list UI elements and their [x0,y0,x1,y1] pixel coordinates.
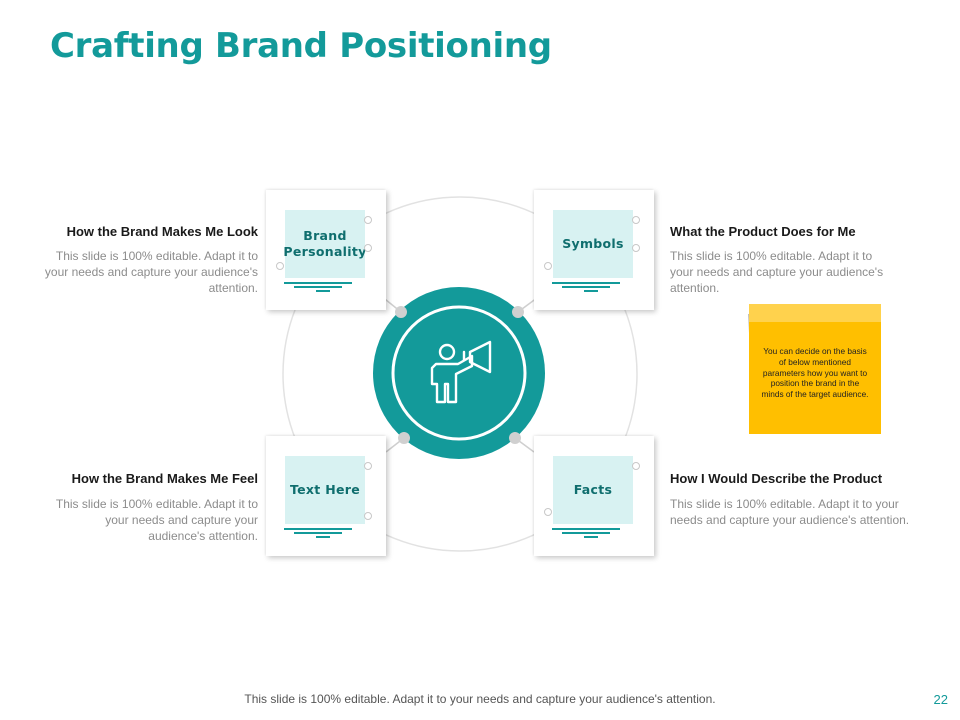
card-underline [284,528,352,530]
card-underline [284,282,352,284]
card-dot [364,244,372,252]
card-label: Symbols [553,210,633,278]
heading-describe-product: How I Would Describe the Product [670,471,883,486]
description-brand-feel: This slide is 100% editable. Adapt it to… [55,497,258,543]
card-dot [364,216,372,224]
outer-ring [282,196,638,552]
sticky-note: You can decide on the basis of below men… [749,304,881,434]
description-brand-look: This slide is 100% editable. Adapt it to… [44,249,258,295]
card-dot [364,462,372,470]
card-symbols: Symbols [534,190,654,310]
card-brand-personality: Brand Personality [266,190,386,310]
description-product-does: This slide is 100% editable. Adapt it to… [670,249,884,295]
card-underline [552,528,620,530]
card-dash [584,536,598,538]
card-underline [294,532,342,534]
connector-dot [398,432,410,444]
footer-text: This slide is 100% editable. Adapt it to… [244,692,716,706]
card-underline [294,286,342,288]
heading-product-does: What the Product Does for Me [670,224,856,239]
card-dot [544,508,552,516]
card-dot [632,462,640,470]
page-title: Crafting Brand Positioning [50,26,552,66]
connector-dot [395,306,407,318]
card-dot [276,262,284,270]
card-underline [562,286,610,288]
heading-brand-look: How the Brand Makes Me Look [66,224,258,239]
card-facts: Facts [534,436,654,556]
card-text-here: Text Here [266,436,386,556]
card-dash [584,290,598,292]
card-dash [316,536,330,538]
connector-dot [512,306,524,318]
card-dot [544,262,552,270]
card-underline [562,532,610,534]
card-label: Text Here [285,456,365,524]
card-dot [632,216,640,224]
heading-brand-feel: How the Brand Makes Me Feel [71,471,258,486]
card-dash [316,290,330,292]
connector-dot [509,432,521,444]
card-dot [364,512,372,520]
card-label: Brand Personality [283,210,366,278]
card-dot [632,244,640,252]
sticky-note-tab [749,304,881,322]
person-with-megaphone-icon [430,340,492,404]
page-number: 22 [933,692,948,707]
card-label: Facts [553,456,633,524]
sticky-note-text: You can decide on the basis of below men… [761,346,869,400]
card-underline [552,282,620,284]
description-describe-product: This slide is 100% editable. Adapt it to… [670,497,910,527]
